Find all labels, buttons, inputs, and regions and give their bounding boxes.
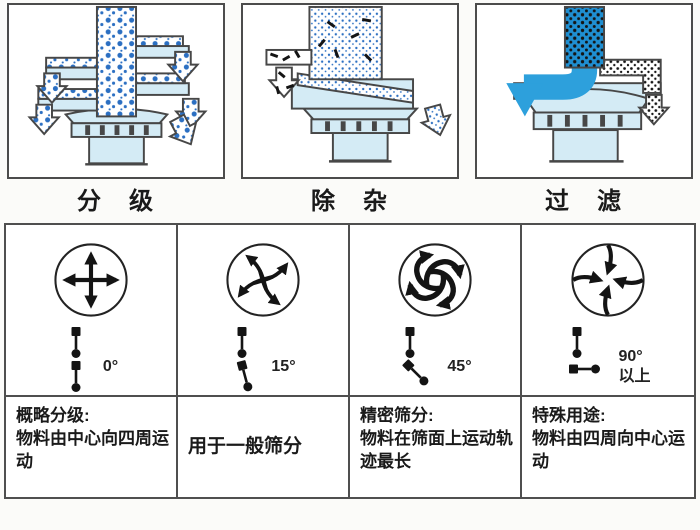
gentle-swirl-arrows-icon [226, 243, 300, 317]
motion-angle-table: 0° [4, 222, 696, 499]
filtration-label: 过 滤 [545, 188, 623, 215]
weights-row-45deg: 45° [398, 325, 472, 395]
angle-label-15deg: 15° [271, 357, 296, 375]
eccentric-weights-90deg-icon [568, 325, 602, 375]
panel-impurity-removal: 除 杂 [241, 3, 459, 217]
classification-diagram-box [7, 3, 225, 179]
panel-filtration: 过 滤 [475, 3, 693, 217]
process-diagrams-section: 分 级 [0, 0, 700, 217]
filtration-diagram-box [475, 3, 693, 179]
desc-cell-0deg: 概略分级: 物料由中心向四周运动 [6, 396, 178, 497]
strong-swirl-arrows-icon [398, 243, 472, 317]
filtration-machine-icon [506, 5, 670, 163]
desc-cell-90deg: 特殊用途: 物料由四周向中心运动 [522, 397, 694, 497]
desc-body-45deg: 物料在筛面上运动轨迹最长 [360, 428, 513, 471]
classification-label: 分 级 [77, 188, 155, 215]
motion-cell-15deg: 15° [178, 224, 350, 397]
desc-cell-15deg: 用于一般筛分 [178, 396, 350, 497]
desc-cell-45deg: 精密筛分: 物料在筛面上运动轨迹最长 [350, 396, 522, 497]
panel-classification: 分 级 [7, 3, 225, 217]
weights-row-15deg: 15° [230, 325, 296, 395]
weights-row-90deg: 90° 以上 [565, 325, 651, 395]
weights-row-0deg: 0° [64, 325, 118, 395]
desc-title-0deg: 概略分级: [16, 405, 90, 425]
eccentric-weights-15deg-icon [235, 325, 256, 394]
inward-swirl-arrows-icon [557, 243, 659, 323]
eccentric-weights-45deg-icon [401, 325, 432, 389]
desc-body-90deg: 物料由四周向中心运动 [532, 428, 685, 471]
desc-title-45deg: 精密筛分: [360, 405, 434, 425]
motion-cell-0deg: 0° [6, 224, 178, 397]
cross-outward-arrows-icon [54, 243, 128, 317]
impurity-removal-label: 除 杂 [311, 188, 389, 215]
desc-body-0deg: 物料由中心向四周运动 [16, 428, 169, 471]
motion-cell-45deg: 45° [350, 224, 522, 397]
motion-cell-90deg: 90° 以上 [522, 225, 694, 397]
angle-label-0deg: 0° [102, 357, 119, 375]
impurity-removal-diagram-box [241, 3, 459, 179]
angle-label-45deg: 45° [447, 357, 472, 375]
desc-body-15deg: 用于一般筛分 [188, 435, 303, 457]
classification-machine-icon [28, 5, 207, 166]
angle-label-90deg: 90° 以上 [618, 347, 651, 385]
eccentric-weights-0deg-icon [70, 325, 82, 394]
impurity-removal-machine-icon [265, 5, 456, 163]
desc-title-90deg: 特殊用途: [532, 405, 606, 425]
